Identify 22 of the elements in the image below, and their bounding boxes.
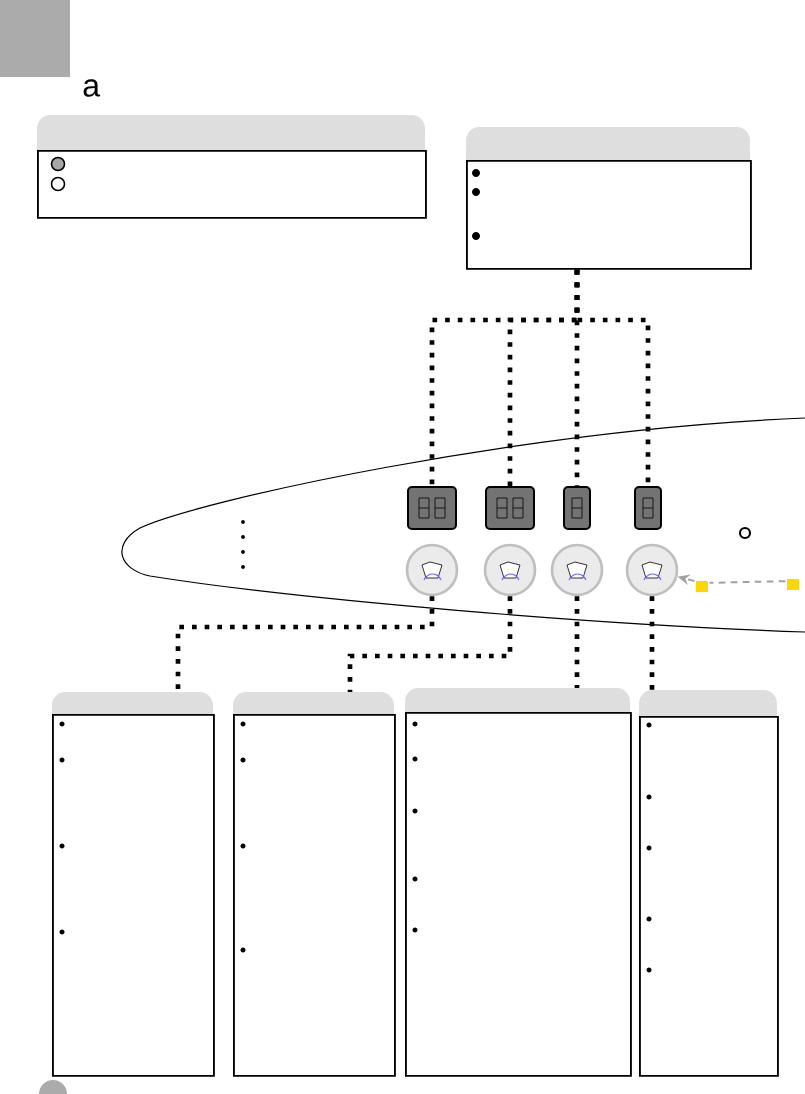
info-card xyxy=(639,690,779,1077)
program-button xyxy=(483,543,537,597)
digit-display xyxy=(407,486,457,530)
info-card xyxy=(405,688,632,1077)
digit-display xyxy=(563,486,591,530)
program-button xyxy=(550,543,604,597)
lock-icon xyxy=(696,580,708,592)
info-card xyxy=(52,692,215,1077)
digit-display xyxy=(634,486,662,530)
info-card xyxy=(466,127,752,270)
dotted-line xyxy=(347,596,513,692)
dotted-line xyxy=(574,596,580,688)
info-card xyxy=(233,692,396,1077)
dotted-line xyxy=(649,596,655,690)
dotted-line xyxy=(175,596,435,692)
program-button xyxy=(405,543,459,597)
heading: a xyxy=(83,79,101,97)
lock-icon xyxy=(787,578,799,590)
connector-line xyxy=(708,580,787,584)
program-button xyxy=(625,543,679,597)
info-card xyxy=(37,115,427,219)
digit-display xyxy=(485,486,535,530)
